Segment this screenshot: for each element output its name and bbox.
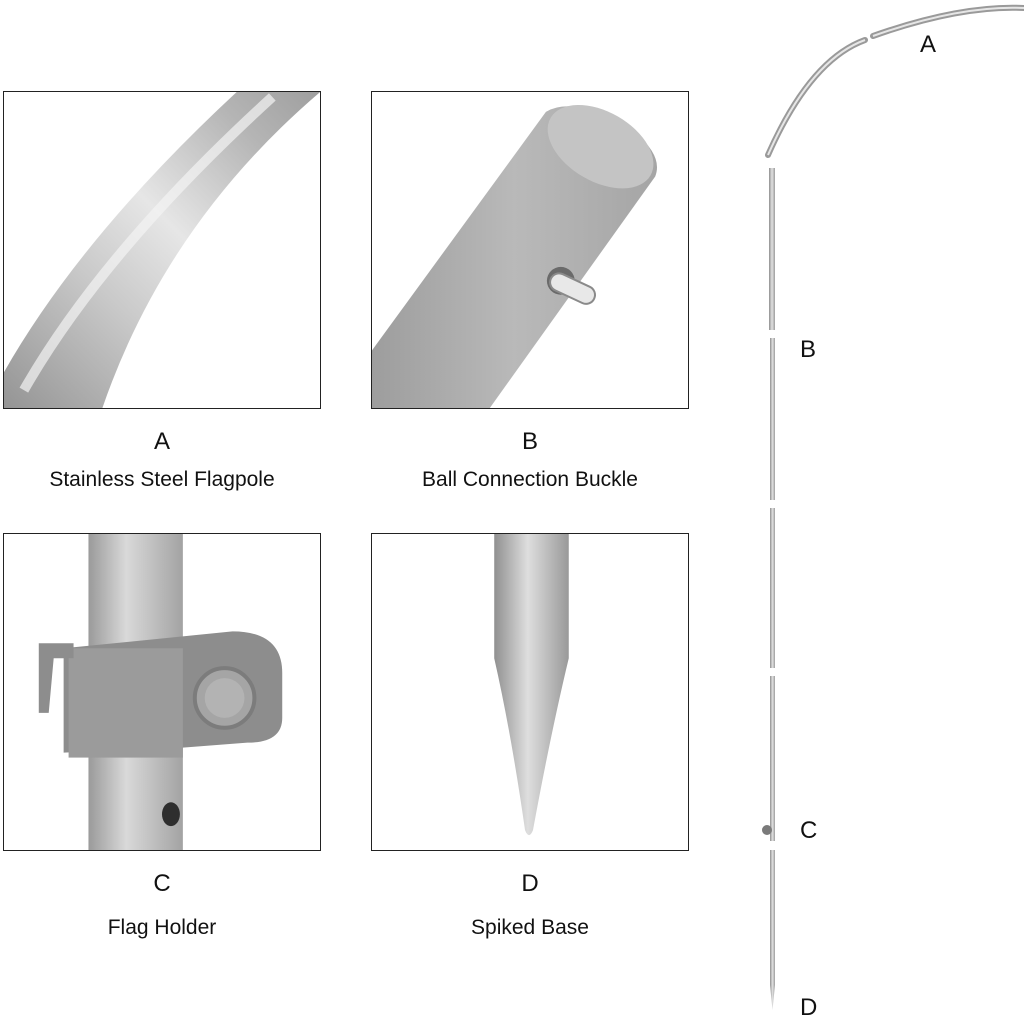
panel-d-caption: Spiked Base: [471, 916, 589, 939]
panel-a-caption: Stainless Steel Flagpole: [49, 468, 275, 491]
pole-section-1: [769, 168, 775, 330]
overview-label-b: B: [800, 336, 817, 363]
panel-b-caption: Ball Connection Buckle: [422, 468, 638, 491]
panel-b-letter: B: [521, 428, 538, 455]
flagpole-overview-illustration: [762, 4, 1024, 1010]
overview-label-a: A: [920, 31, 937, 58]
panel-c-letter: C: [153, 870, 171, 897]
panel-c-caption: Flag Holder: [107, 916, 217, 939]
pole-section-3: [770, 508, 775, 668]
panel-c: [3, 533, 321, 851]
panel-a: [3, 91, 321, 409]
curved-pole-closeup-icon: [4, 92, 320, 408]
panel-a-letter: A: [153, 428, 170, 455]
spike-tip-icon: [494, 534, 569, 836]
pole-section-a-upper: [870, 4, 1024, 39]
pole-end-with-pin-icon: [372, 104, 657, 408]
clamp-on-pole-icon: [38, 534, 283, 850]
pole-section-2: [770, 338, 775, 500]
panel-d: [371, 533, 689, 851]
panel-b: [371, 91, 689, 409]
flag-holder-mark: [762, 825, 772, 835]
overview-label-d: D: [800, 994, 818, 1021]
overview-label-c: C: [800, 817, 818, 844]
panel-d-letter: D: [521, 870, 539, 897]
pole-spike: [770, 850, 775, 1010]
pole-section-a-lower: [765, 37, 868, 158]
pole-section-4: [770, 676, 775, 841]
